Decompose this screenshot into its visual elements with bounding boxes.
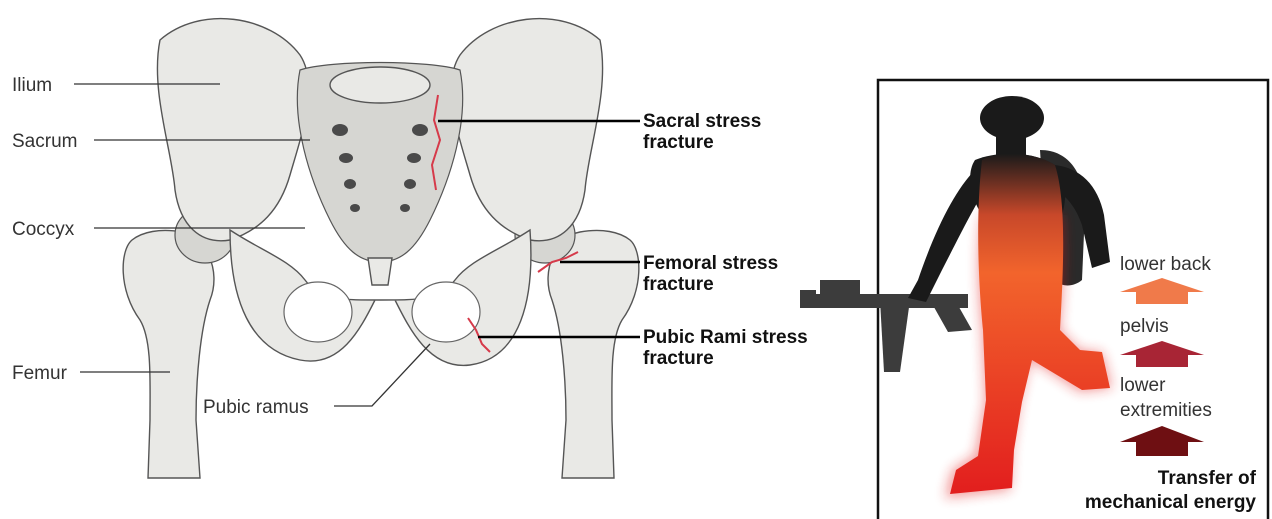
left-obturator-foramen <box>284 282 352 342</box>
pelvis-label: pelvis <box>1120 316 1169 337</box>
pubic-ramus-leader <box>334 344 430 406</box>
sacral-foramen <box>350 204 360 212</box>
ilium-label: Ilium <box>12 75 52 96</box>
lower-extremities-label-line2: extremities <box>1120 400 1212 421</box>
sacral-fracture-label-line2: fracture <box>643 132 714 153</box>
right-femur-bone <box>548 230 639 478</box>
energy-transfer-panel: lower back pelvis lower extremities Tran… <box>800 80 1268 519</box>
right-ilium-bone <box>451 19 602 241</box>
pubic-ramus-label: Pubic ramus <box>203 397 309 418</box>
sacrum-label: Sacrum <box>12 131 77 152</box>
lower-back-label: lower back <box>1120 254 1211 275</box>
left-femur-bone <box>123 230 214 478</box>
left-ilium-bone <box>157 19 308 241</box>
sacral-foramen <box>332 124 348 136</box>
sacral-fracture-label-line1: Sacral stress <box>643 111 761 132</box>
lower-extremities-label-line1: lower <box>1120 375 1166 396</box>
energy-caption-line1: Transfer of <box>1158 468 1257 489</box>
sacral-foramen <box>407 153 421 163</box>
coccyx-bone <box>368 258 392 285</box>
femoral-fracture-label-line1: Femoral stress <box>643 253 778 274</box>
pubic-rami-fracture-label-line1: Pubic Rami stress <box>643 327 808 348</box>
sacral-promontory <box>330 67 430 103</box>
pelvis-illustration <box>123 19 639 478</box>
sacral-foramen <box>339 153 353 163</box>
femoral-fracture-label-line2: fracture <box>643 274 714 295</box>
sacral-foramen <box>404 179 416 189</box>
sacral-foramen <box>344 179 356 189</box>
pubic-rami-fracture-label-line2: fracture <box>643 348 714 369</box>
energy-caption-line2: mechanical energy <box>1085 492 1257 513</box>
sacral-foramen <box>412 124 428 136</box>
coccyx-label: Coccyx <box>12 219 75 240</box>
femur-label: Femur <box>12 363 68 384</box>
sacral-foramen <box>400 204 410 212</box>
right-obturator-foramen <box>412 282 480 342</box>
